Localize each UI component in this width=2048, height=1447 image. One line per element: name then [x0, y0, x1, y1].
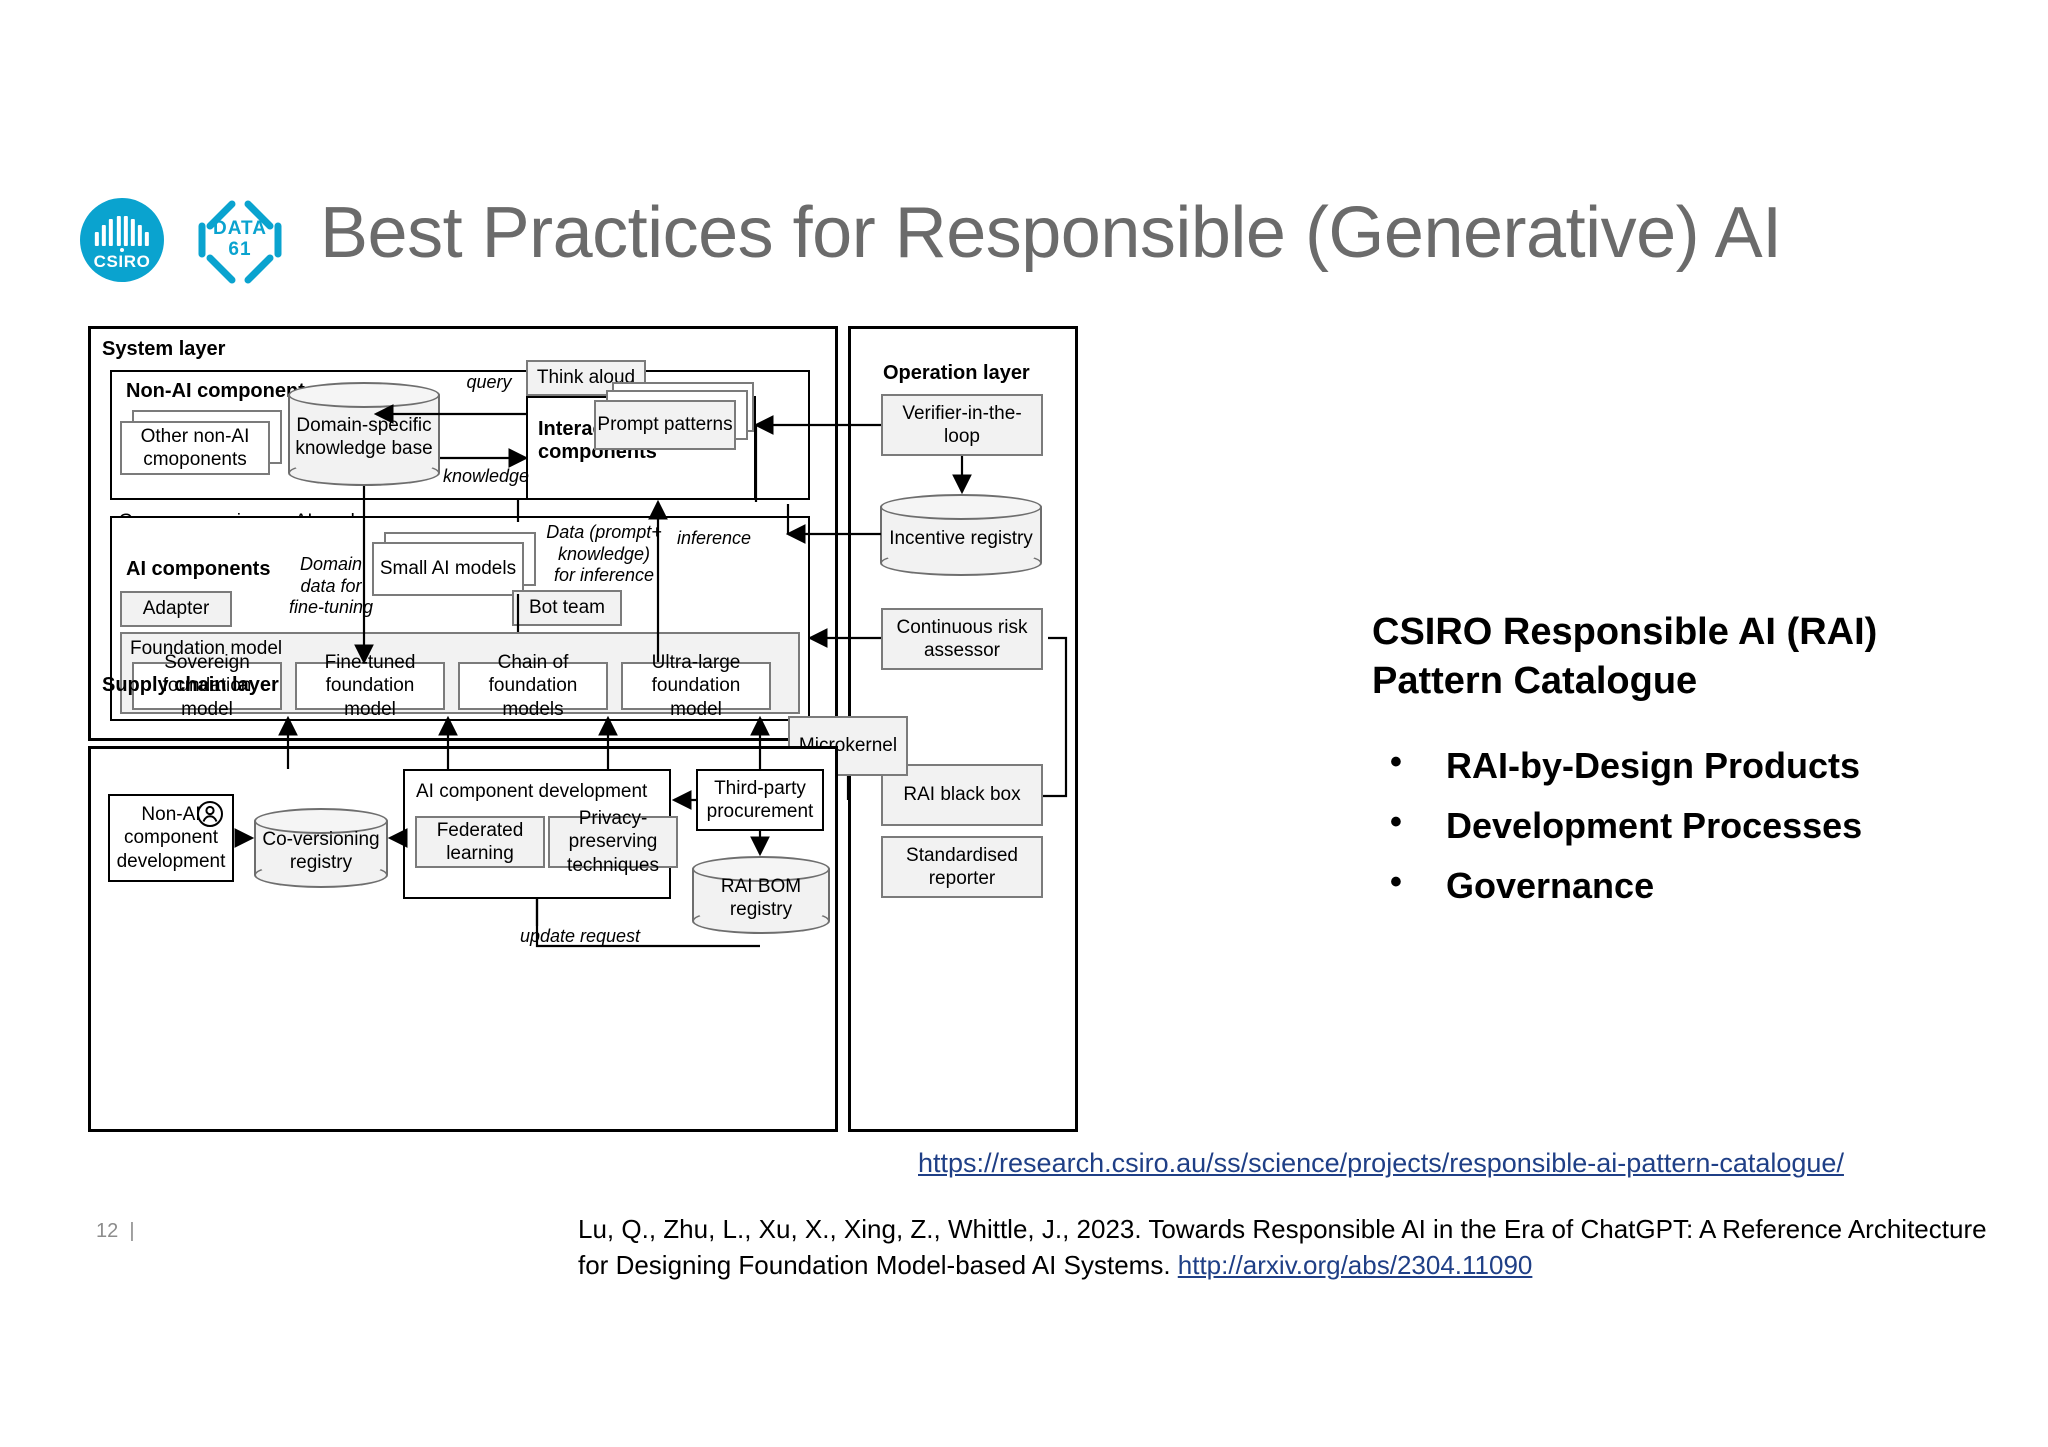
ultra-large-foundation-model-box[interactable]: Ultra-large foundation model	[621, 652, 771, 720]
incentive-registry-cylinder[interactable]: Incentive registry	[880, 494, 1042, 576]
page-number-value: 12	[96, 1220, 119, 1242]
continuous-risk-assessor-box[interactable]: Continuous risk assessor	[881, 608, 1043, 670]
incentive-registry-label: Incentive registry	[889, 527, 1033, 549]
data61-text: DATA 61	[213, 218, 267, 260]
reference-architecture-diagram: System layer Non-AI components Other non…	[88, 326, 1338, 1132]
page-title: Best Practices for Responsible (Generati…	[320, 193, 1782, 273]
diagram-connectors	[234, 404, 1068, 948]
rai-bom-registry-cylinder[interactable]: RAI BOM registry	[692, 856, 830, 934]
inference-edge-label: inference	[676, 528, 752, 548]
knowledge-edge-label: knowledge	[442, 466, 530, 486]
prompt-patterns-box[interactable]: Prompt patterns	[594, 400, 736, 450]
rai-panel: CSIRO Responsible AI (RAI) Pattern Catal…	[1372, 608, 2012, 923]
update-request-edge-label: update request	[519, 926, 641, 946]
csiro-logo-icon: CSIRO	[80, 198, 164, 282]
verifier-in-the-loop-label: Verifier-in-the-loop	[902, 402, 1022, 447]
third-party-procurement-box[interactable]: Third-party procurement	[696, 769, 824, 831]
other-non-ai-components-box[interactable]: Other non-AI cmoponents	[120, 421, 270, 475]
csiro-dot-icon	[120, 248, 124, 252]
supply-chain-layer-label: Supply chain layer	[102, 674, 279, 696]
standardised-reporter-label: Standardised reporter	[906, 844, 1018, 889]
page-number-separator: |	[129, 1220, 135, 1242]
verifier-in-the-loop-box[interactable]: Verifier-in-the-loop	[881, 394, 1043, 456]
page-number: 12 |	[96, 1220, 135, 1243]
foundation-model-label: Foundation model	[130, 638, 283, 659]
co-versioning-registry-label: Co-versioning registry	[262, 829, 380, 873]
csiro-wordmark: CSIRO	[93, 252, 151, 271]
system-layer-label: System layer	[102, 338, 226, 360]
rai-black-box[interactable]: RAI black box	[881, 764, 1043, 826]
continuous-risk-assessor-label: Continuous risk assessor	[896, 616, 1028, 661]
bot-team-box[interactable]: Bot team	[512, 590, 622, 626]
rai-bom-registry-label: RAI BOM registry	[720, 876, 802, 920]
data61-data-label: DATA	[213, 218, 267, 239]
co-versioning-registry-cylinder[interactable]: Co-versioning registry	[254, 808, 388, 888]
standardised-reporter-box[interactable]: Standardised reporter	[881, 836, 1043, 898]
slide-header: CSIRO DATA 61 Best Practices for Respons…	[0, 0, 2048, 284]
ai-components-label: AI components	[126, 558, 271, 580]
arxiv-url-link[interactable]: http://arxiv.org/abs/2304.11090	[1177, 1249, 1533, 1280]
rai-bullet-governance: Governance	[1372, 861, 2012, 909]
adapter-box[interactable]: Adapter	[120, 591, 232, 627]
domain-knowledge-base-label: Domain-specific knowledge base	[295, 415, 433, 459]
ai-component-development-label: AI component development	[416, 781, 648, 802]
data61-hex-icon	[198, 200, 282, 284]
catalogue-url-link[interactable]: https://research.csiro.au/ss/science/pro…	[918, 1148, 1844, 1178]
rai-heading: CSIRO Responsible AI (RAI) Pattern Catal…	[1372, 611, 1878, 702]
rai-bullet-products: RAI-by-Design Products	[1372, 741, 2012, 789]
privacy-preserving-techniques-label: Privacy-preserving techniques	[567, 808, 659, 876]
operation-layer-label: Operation layer	[883, 362, 1030, 384]
non-ai-component-development-label: Non-AI component development	[116, 804, 226, 872]
citation-text: Lu, Q., Zhu, L., Xu, X., Xing, Z., Whitt…	[578, 1212, 2008, 1284]
logo-block: CSIRO DATA 61	[80, 196, 310, 286]
data-for-inference-edge-label: Data (prompt+knowledge)for inference	[546, 522, 662, 586]
data61-61-label: 61	[228, 239, 252, 260]
data61-logo-icon: DATA 61	[180, 196, 300, 288]
federated-learning-box[interactable]: Federated learning	[415, 816, 545, 868]
domain-knowledge-base-cylinder[interactable]: Domain-specific knowledge base	[288, 382, 440, 486]
citation-body: Lu, Q., Zhu, L., Xu, X., Xing, Z., Whitt…	[578, 1214, 1987, 1280]
third-party-procurement-label: Third-party procurement	[706, 777, 814, 822]
privacy-preserving-techniques-box[interactable]: Privacy-preserving techniques	[548, 808, 678, 876]
rai-bullet-list: RAI-by-Design Products Development Proce…	[1372, 741, 2012, 909]
non-ai-components-label: Non-AI components	[126, 380, 316, 402]
rai-bullet-processes: Development Processes	[1372, 801, 2012, 849]
query-edge-label: query	[466, 372, 512, 392]
small-ai-models-box[interactable]: Small AI models	[372, 542, 524, 596]
csiro-bars-icon	[94, 216, 150, 246]
person-icon	[197, 801, 223, 827]
